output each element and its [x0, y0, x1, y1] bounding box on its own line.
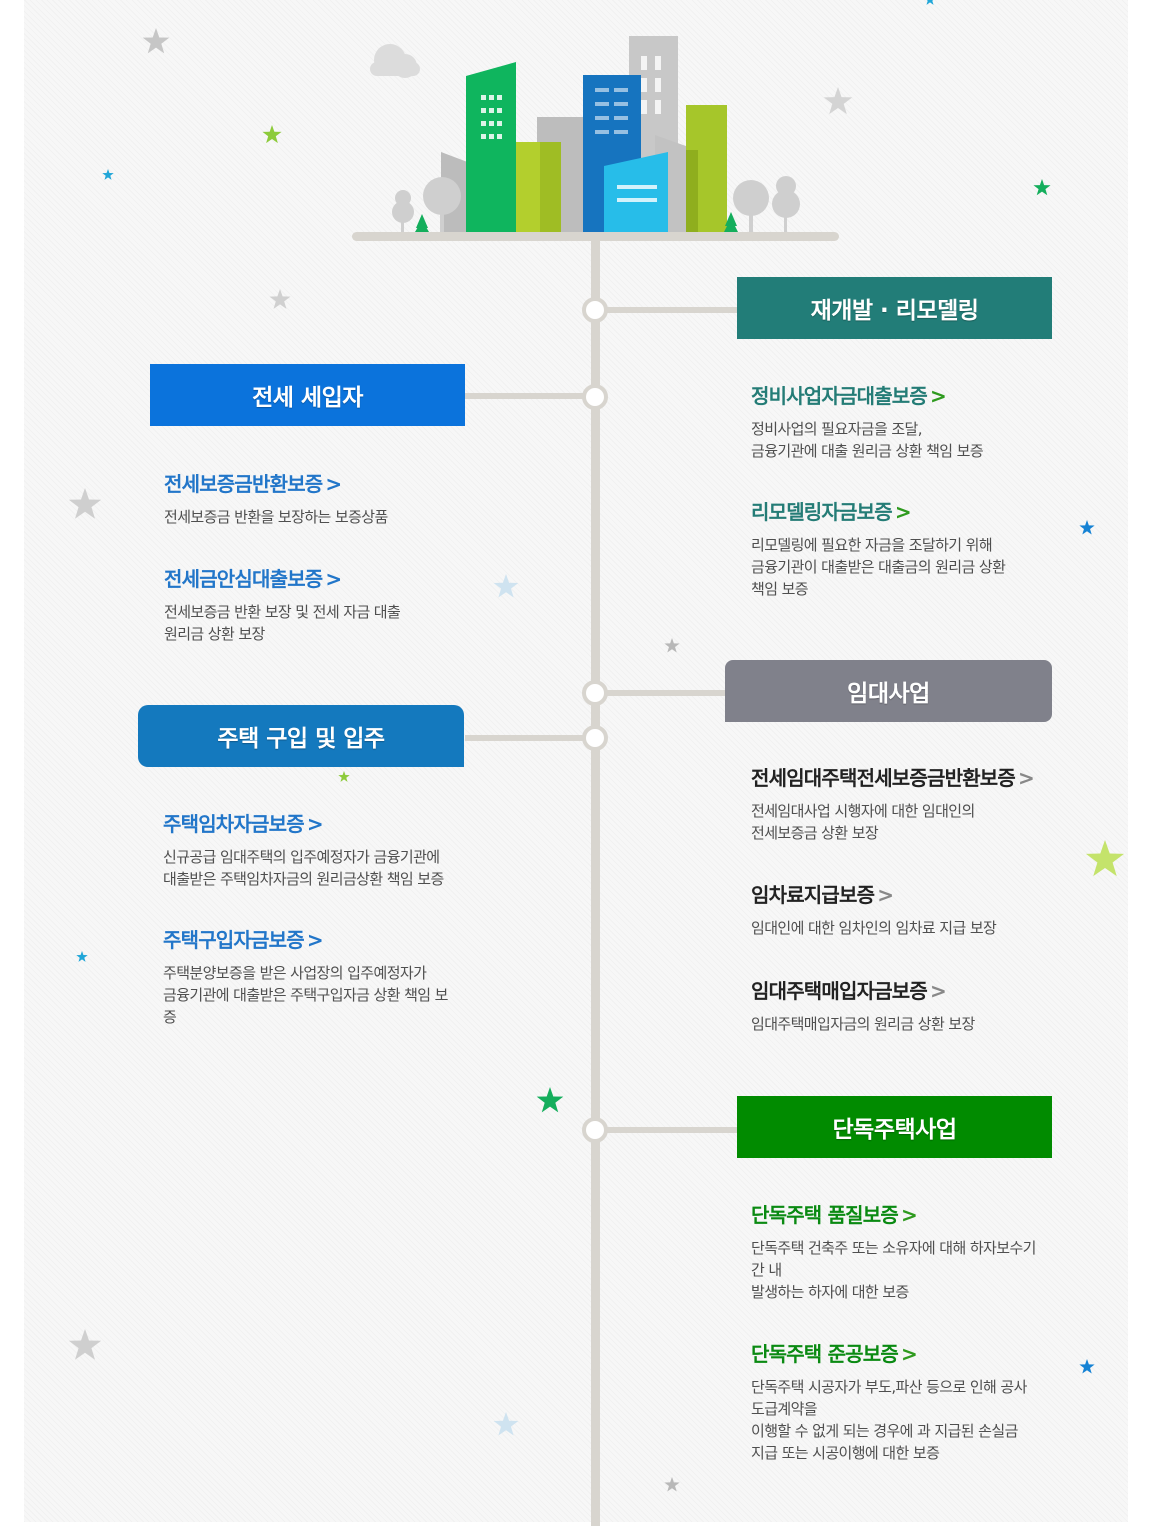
category-header-redevelopment: 재개발 · 리모델링	[737, 277, 1052, 339]
chevron-right-icon: >	[930, 384, 947, 408]
product-link-house-completion[interactable]: 단독주택 준공보증>	[751, 1342, 918, 1366]
timeline-node	[582, 725, 608, 751]
product-link-jeonse-safe-loan[interactable]: 전세금안심대출보증>	[164, 567, 342, 591]
list-item: 주택임차자금보증> 신규공급 임대주택의 입주예정자가 금융기관에 대출받은 주…	[163, 811, 473, 890]
product-link-rental-jeonse-return[interactable]: 전세임대주택전세보증금반환보증>	[751, 766, 1035, 790]
product-description: 리모델링에 필요한 자금을 조달하기 위해 금융기관이 대출받은 대출금의 원리…	[751, 536, 1006, 598]
list-item: 임차료지급보증> 임대인에 대한 임차인의 임차료 지급 보장	[751, 882, 1081, 939]
list-item: 단독주택 품질보증> 단독주택 건축주 또는 소유자에 대해 하자보수기 간 내…	[751, 1202, 1071, 1303]
connector-redevelopment	[606, 307, 738, 313]
city-buildings-icon	[352, 36, 839, 241]
chevron-right-icon: >	[306, 812, 324, 836]
product-description: 단독주택 시공자가 부도,파산 등으로 인해 공사 도급계약을 이행할 수 없게…	[751, 1378, 1027, 1462]
chevron-right-icon: >	[306, 928, 324, 952]
timeline-node	[582, 297, 608, 323]
chevron-right-icon: >	[900, 1203, 918, 1227]
chevron-right-icon: >	[877, 883, 894, 907]
product-description: 주택분양보증을 받은 사업장의 입주예정자가 금융기관에 대출받은 주택구입자금…	[163, 964, 448, 1026]
product-link-rent-payment[interactable]: 임차료지급보증>	[751, 883, 894, 907]
list-item: 임대주택매입자금보증> 임대주택매입자금의 원리금 상환 보장	[751, 978, 1081, 1035]
chevron-right-icon: >	[325, 472, 342, 496]
product-link-rental-purchase-fund[interactable]: 임대주택매입자금보증>	[751, 979, 947, 1003]
chevron-right-icon: >	[325, 567, 342, 591]
product-description: 단독주택 건축주 또는 소유자에 대해 하자보수기 간 내 발생하는 하자에 대…	[751, 1239, 1036, 1301]
list-item: 리모델링자금보증> 리모델링에 필요한 자금을 조달하기 위해 금융기관이 대출…	[751, 499, 1051, 600]
category-header-house: 단독주택사업	[737, 1096, 1052, 1158]
product-link-house-quality[interactable]: 단독주택 품질보증>	[751, 1203, 918, 1227]
page-background	[24, 0, 1128, 1522]
connector-purchase	[465, 735, 586, 741]
list-item: 단독주택 준공보증> 단독주택 시공자가 부도,파산 등으로 인해 공사 도급계…	[751, 1341, 1071, 1464]
product-link-rent-fund[interactable]: 주택임차자금보증>	[163, 812, 324, 836]
product-link-remodeling-fund[interactable]: 리모델링자금보증>	[751, 500, 912, 524]
product-description: 전세보증금 반환을 보장하는 보증상품	[164, 508, 388, 526]
chevron-right-icon: >	[930, 979, 947, 1003]
product-description: 임대인에 대한 임차인의 임차료 지급 보장	[751, 919, 997, 937]
product-description: 전세보증금 반환 보장 및 전세 자금 대출 원리금 상환 보장	[164, 603, 401, 643]
timeline-node	[582, 1117, 608, 1143]
chevron-right-icon: >	[900, 1342, 918, 1366]
list-item: 정비사업자금대출보증> 정비사업의 필요자금을 조달, 금융기관에 대출 원리금…	[751, 383, 1051, 462]
category-header-rental: 임대사업	[725, 660, 1052, 722]
product-link-maintenance-loan[interactable]: 정비사업자금대출보증>	[751, 384, 947, 408]
product-description: 임대주택매입자금의 원리금 상환 보장	[751, 1015, 975, 1033]
timeline-spine	[591, 236, 600, 1526]
product-description: 신규공급 임대주택의 입주예정자가 금융기관에 대출받은 주택임차자금의 원리금…	[163, 848, 444, 888]
product-link-purchase-fund[interactable]: 주택구입자금보증>	[163, 928, 324, 952]
product-description: 전세임대사업 시행자에 대한 임대인의 전세보증금 상환 보장	[751, 802, 975, 842]
category-header-jeonse: 전세 세입자	[150, 364, 465, 426]
list-item: 전세임대주택전세보증금반환보증> 전세임대사업 시행자에 대한 임대인의 전세보…	[751, 765, 1081, 844]
product-description: 정비사업의 필요자금을 조달, 금융기관에 대출 원리금 상환 책임 보증	[751, 420, 984, 460]
list-item: 주택구입자금보증> 주택분양보증을 받은 사업장의 입주예정자가 금융기관에 대…	[163, 927, 473, 1028]
category-header-purchase: 주택 구입 및 입주	[138, 705, 464, 767]
chevron-right-icon: >	[894, 500, 912, 524]
connector-house	[606, 1127, 738, 1133]
timeline-node	[582, 680, 608, 706]
product-link-jeonse-return[interactable]: 전세보증금반환보증>	[164, 472, 342, 496]
connector-jeonse	[465, 393, 586, 399]
list-item: 전세보증금반환보증> 전세보증금 반환을 보장하는 보증상품	[164, 471, 464, 528]
list-item: 전세금안심대출보증> 전세보증금 반환 보장 및 전세 자금 대출 원리금 상환…	[164, 566, 464, 645]
timeline-node	[582, 384, 608, 410]
chevron-right-icon: >	[1018, 766, 1035, 790]
connector-rental	[606, 690, 726, 696]
